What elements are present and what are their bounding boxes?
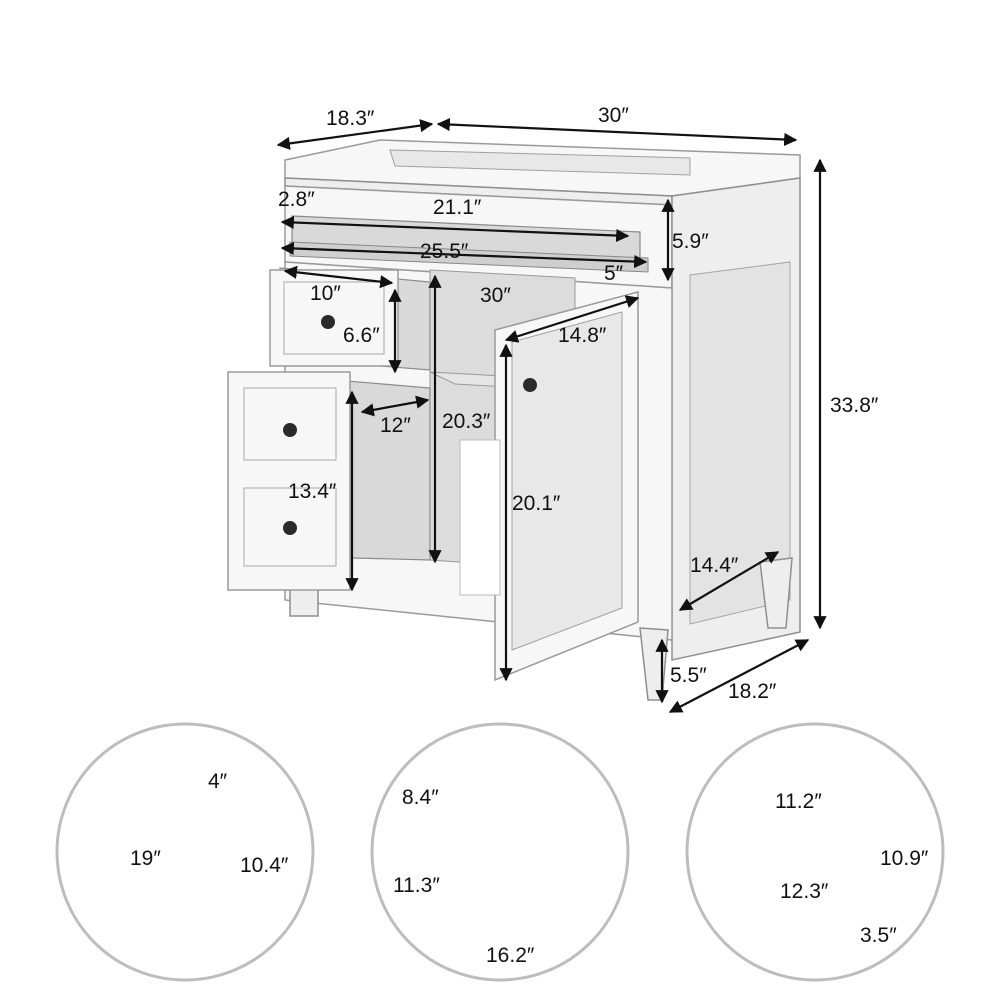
lower-drawer-knob-2 (283, 521, 297, 535)
label-drawer-width: 10″ (310, 282, 341, 305)
door-knob (523, 378, 537, 392)
label-drawer-height: 6.6″ (343, 324, 380, 347)
upper-drawer-knob (321, 315, 335, 329)
detail-interior-circle: 8.4″ 11.3″ 16.2″ (370, 722, 630, 982)
lower-drawer-inset-1 (243, 387, 337, 461)
label-basin-width: 19″ (130, 847, 161, 870)
label-top-width: 30″ (598, 104, 629, 127)
label-door-width: 14.8″ (558, 324, 607, 347)
door-rack (459, 439, 501, 596)
leg-front-right (639, 627, 669, 701)
label-upper-height: 8.4″ (402, 786, 439, 809)
label-sink-inner-width: 21.1″ (433, 196, 482, 219)
label-leg-height: 5.5″ (670, 664, 707, 687)
label-door-height: 20.1″ (512, 492, 561, 515)
detail-sink-circle: 4″ 19″ 10.4″ (55, 722, 315, 982)
dimension-lines (276, 117, 827, 713)
label-lower-height: 11.3″ (393, 874, 440, 897)
side-panel-inset (689, 261, 791, 625)
label-top-height: 5.9″ (672, 230, 709, 253)
lower-drawer-front (227, 371, 351, 591)
label-rack-bottom-width: 12.3″ (780, 880, 829, 903)
sink-basin (389, 149, 691, 176)
label-faucet-spacing: 4″ (208, 770, 228, 793)
label-sink-inner-depth: 2.8″ (278, 188, 315, 211)
label-drawer-side: 5″ (604, 262, 624, 285)
lower-drawer-knob-1 (283, 423, 297, 437)
label-base-depth: 18.2″ (728, 680, 777, 703)
lower-drawer-inset-2 (243, 487, 337, 567)
detail-door-rack-circle: 11.2″ 10.9″ 12.3″ 3.5″ (685, 722, 945, 982)
label-inner-height: 20.3″ (442, 410, 491, 433)
label-drawer-front-width: 25.5″ (420, 240, 469, 263)
label-side-depth: 14.4″ (690, 554, 739, 577)
open-door-inset (511, 311, 623, 651)
label-overall-height: 33.8″ (830, 394, 879, 417)
label-basin-depth: 10.4″ (240, 854, 289, 877)
label-drawer-depth: 12″ (380, 414, 411, 437)
label-rack-height: 10.9″ (880, 847, 929, 870)
label-lower-drawer-height: 13.4″ (288, 480, 337, 503)
label-cabinet-inner-width: 30″ (480, 284, 511, 307)
label-shelf-width: 16.2″ (486, 944, 535, 967)
label-top-depth: 18.3″ (326, 107, 375, 130)
label-rack-depth: 3.5″ (860, 924, 897, 947)
label-rack-top-width: 11.2″ (775, 790, 822, 813)
dimension-labels: 18.3″ 30″ 2.8″ 21.1″ 25.5″ 5″ 5.9″ 10″ 3… (278, 104, 879, 703)
